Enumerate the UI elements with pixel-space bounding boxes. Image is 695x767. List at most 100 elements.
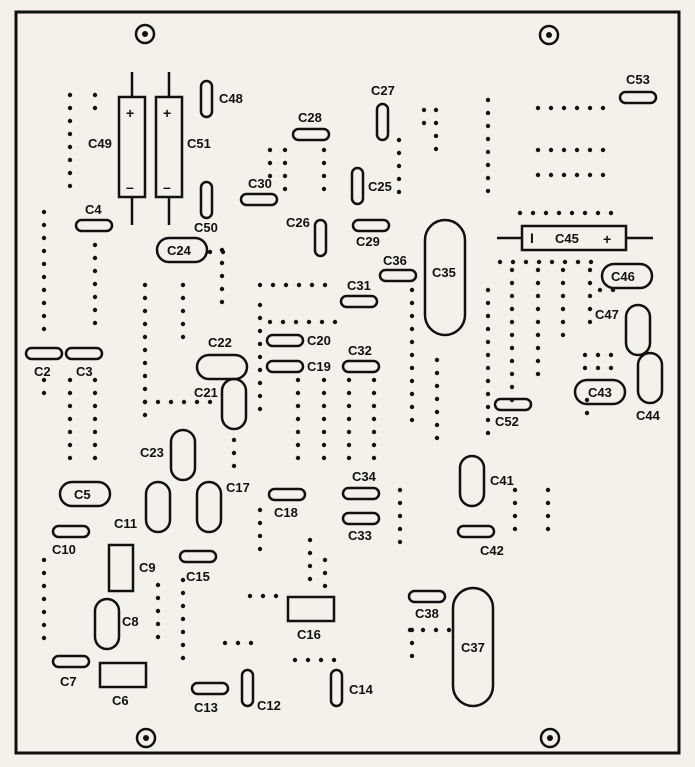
solder-pad: [600, 105, 606, 111]
solder-pad: [41, 390, 47, 396]
solder-pad: [371, 429, 377, 435]
solder-pad: [346, 390, 352, 396]
solder-pad: [346, 442, 352, 448]
label-c11: C11: [114, 516, 137, 531]
solder-pad-field: [41, 92, 616, 663]
solder-pad: [318, 657, 324, 663]
solder-pad: [574, 105, 580, 111]
solder-pad: [41, 609, 47, 615]
solder-pad: [434, 383, 440, 389]
solder-pad: [155, 608, 161, 614]
solder-pad: [142, 295, 148, 301]
solder-pad: [587, 105, 593, 111]
solder-pad: [92, 105, 98, 111]
solder-pad: [92, 242, 98, 248]
solder-pad: [409, 339, 415, 345]
solder-pad: [587, 147, 593, 153]
solder-pad: [535, 105, 541, 111]
solder-pad: [92, 294, 98, 300]
capacitor-c26: [313, 218, 328, 258]
capacitor-c53: [618, 90, 658, 105]
capacitor-c12: [240, 668, 255, 708]
solder-pad: [597, 287, 603, 293]
solder-pad: [397, 487, 403, 493]
label-c44: C44: [636, 408, 661, 423]
solder-pad: [260, 593, 266, 599]
solder-pad: [549, 259, 555, 265]
solder-pad: [485, 326, 491, 332]
solder-pad: [67, 118, 73, 124]
solder-pad: [396, 189, 402, 195]
solder-pad: [180, 308, 186, 314]
solder-pad: [180, 616, 186, 622]
solder-pad: [485, 365, 491, 371]
capacitor-c43: [573, 378, 627, 406]
label-c36: C36: [383, 253, 407, 268]
solder-pad: [535, 371, 541, 377]
solder-pad: [92, 320, 98, 326]
mounting-hole-top-right: [538, 24, 560, 46]
capacitor-c41: [458, 454, 486, 508]
solder-pad: [587, 267, 593, 273]
solder-pad: [142, 334, 148, 340]
solder-pad: [219, 299, 225, 305]
capacitor-c45: [497, 224, 653, 252]
solder-pad: [180, 629, 186, 635]
label-c42: C42: [480, 543, 504, 558]
solder-pad: [485, 287, 491, 293]
solder-pad: [92, 429, 98, 435]
solder-pad: [560, 319, 566, 325]
solder-pad: [295, 429, 301, 435]
solder-pad: [434, 409, 440, 415]
solder-pad: [548, 147, 554, 153]
solder-pad: [535, 332, 541, 338]
label-c28: C28: [298, 110, 322, 125]
solder-pad: [434, 357, 440, 363]
solder-pad: [371, 403, 377, 409]
capacitor-c13: [190, 681, 230, 696]
solder-pad: [92, 455, 98, 461]
solder-pad: [409, 313, 415, 319]
solder-pad: [322, 557, 328, 563]
solder-pad: [67, 416, 73, 422]
solder-pad: [485, 136, 491, 142]
solder-pad: [231, 450, 237, 456]
solder-pad: [67, 455, 73, 461]
solder-pad: [309, 282, 315, 288]
solder-pad: [168, 399, 174, 405]
solder-pad: [282, 147, 288, 153]
solder-pad: [41, 635, 47, 641]
solder-pad: [560, 293, 566, 299]
solder-pad: [92, 442, 98, 448]
solder-pad: [587, 306, 593, 312]
solder-pad: [485, 391, 491, 397]
solder-pad: [569, 210, 575, 216]
capacitor-c16: [286, 595, 336, 623]
solder-pad: [307, 563, 313, 569]
capacitor-c32: [341, 359, 381, 374]
solder-pad: [283, 282, 289, 288]
solder-pad: [485, 313, 491, 319]
solder-pad: [180, 603, 186, 609]
solder-pad: [510, 259, 516, 265]
solder-pad: [512, 513, 518, 519]
label-c22: C22: [208, 335, 232, 350]
solder-pad: [420, 627, 426, 633]
solder-pad: [67, 390, 73, 396]
solder-pad: [434, 422, 440, 428]
c49-plus-mark: +: [126, 105, 134, 121]
solder-pad: [409, 417, 415, 423]
capacitor-c24: [155, 236, 209, 264]
solder-pad: [512, 487, 518, 493]
solder-pad: [231, 437, 237, 443]
label-c35: C35: [432, 265, 456, 280]
solder-pad: [142, 347, 148, 353]
capacitor-c46: [600, 262, 654, 290]
capacitor-c36: [378, 268, 418, 283]
solder-pad: [397, 526, 403, 532]
capacitor-c22: [195, 353, 249, 381]
solder-pad: [257, 282, 263, 288]
solder-pad: [485, 149, 491, 155]
solder-pad: [560, 332, 566, 338]
